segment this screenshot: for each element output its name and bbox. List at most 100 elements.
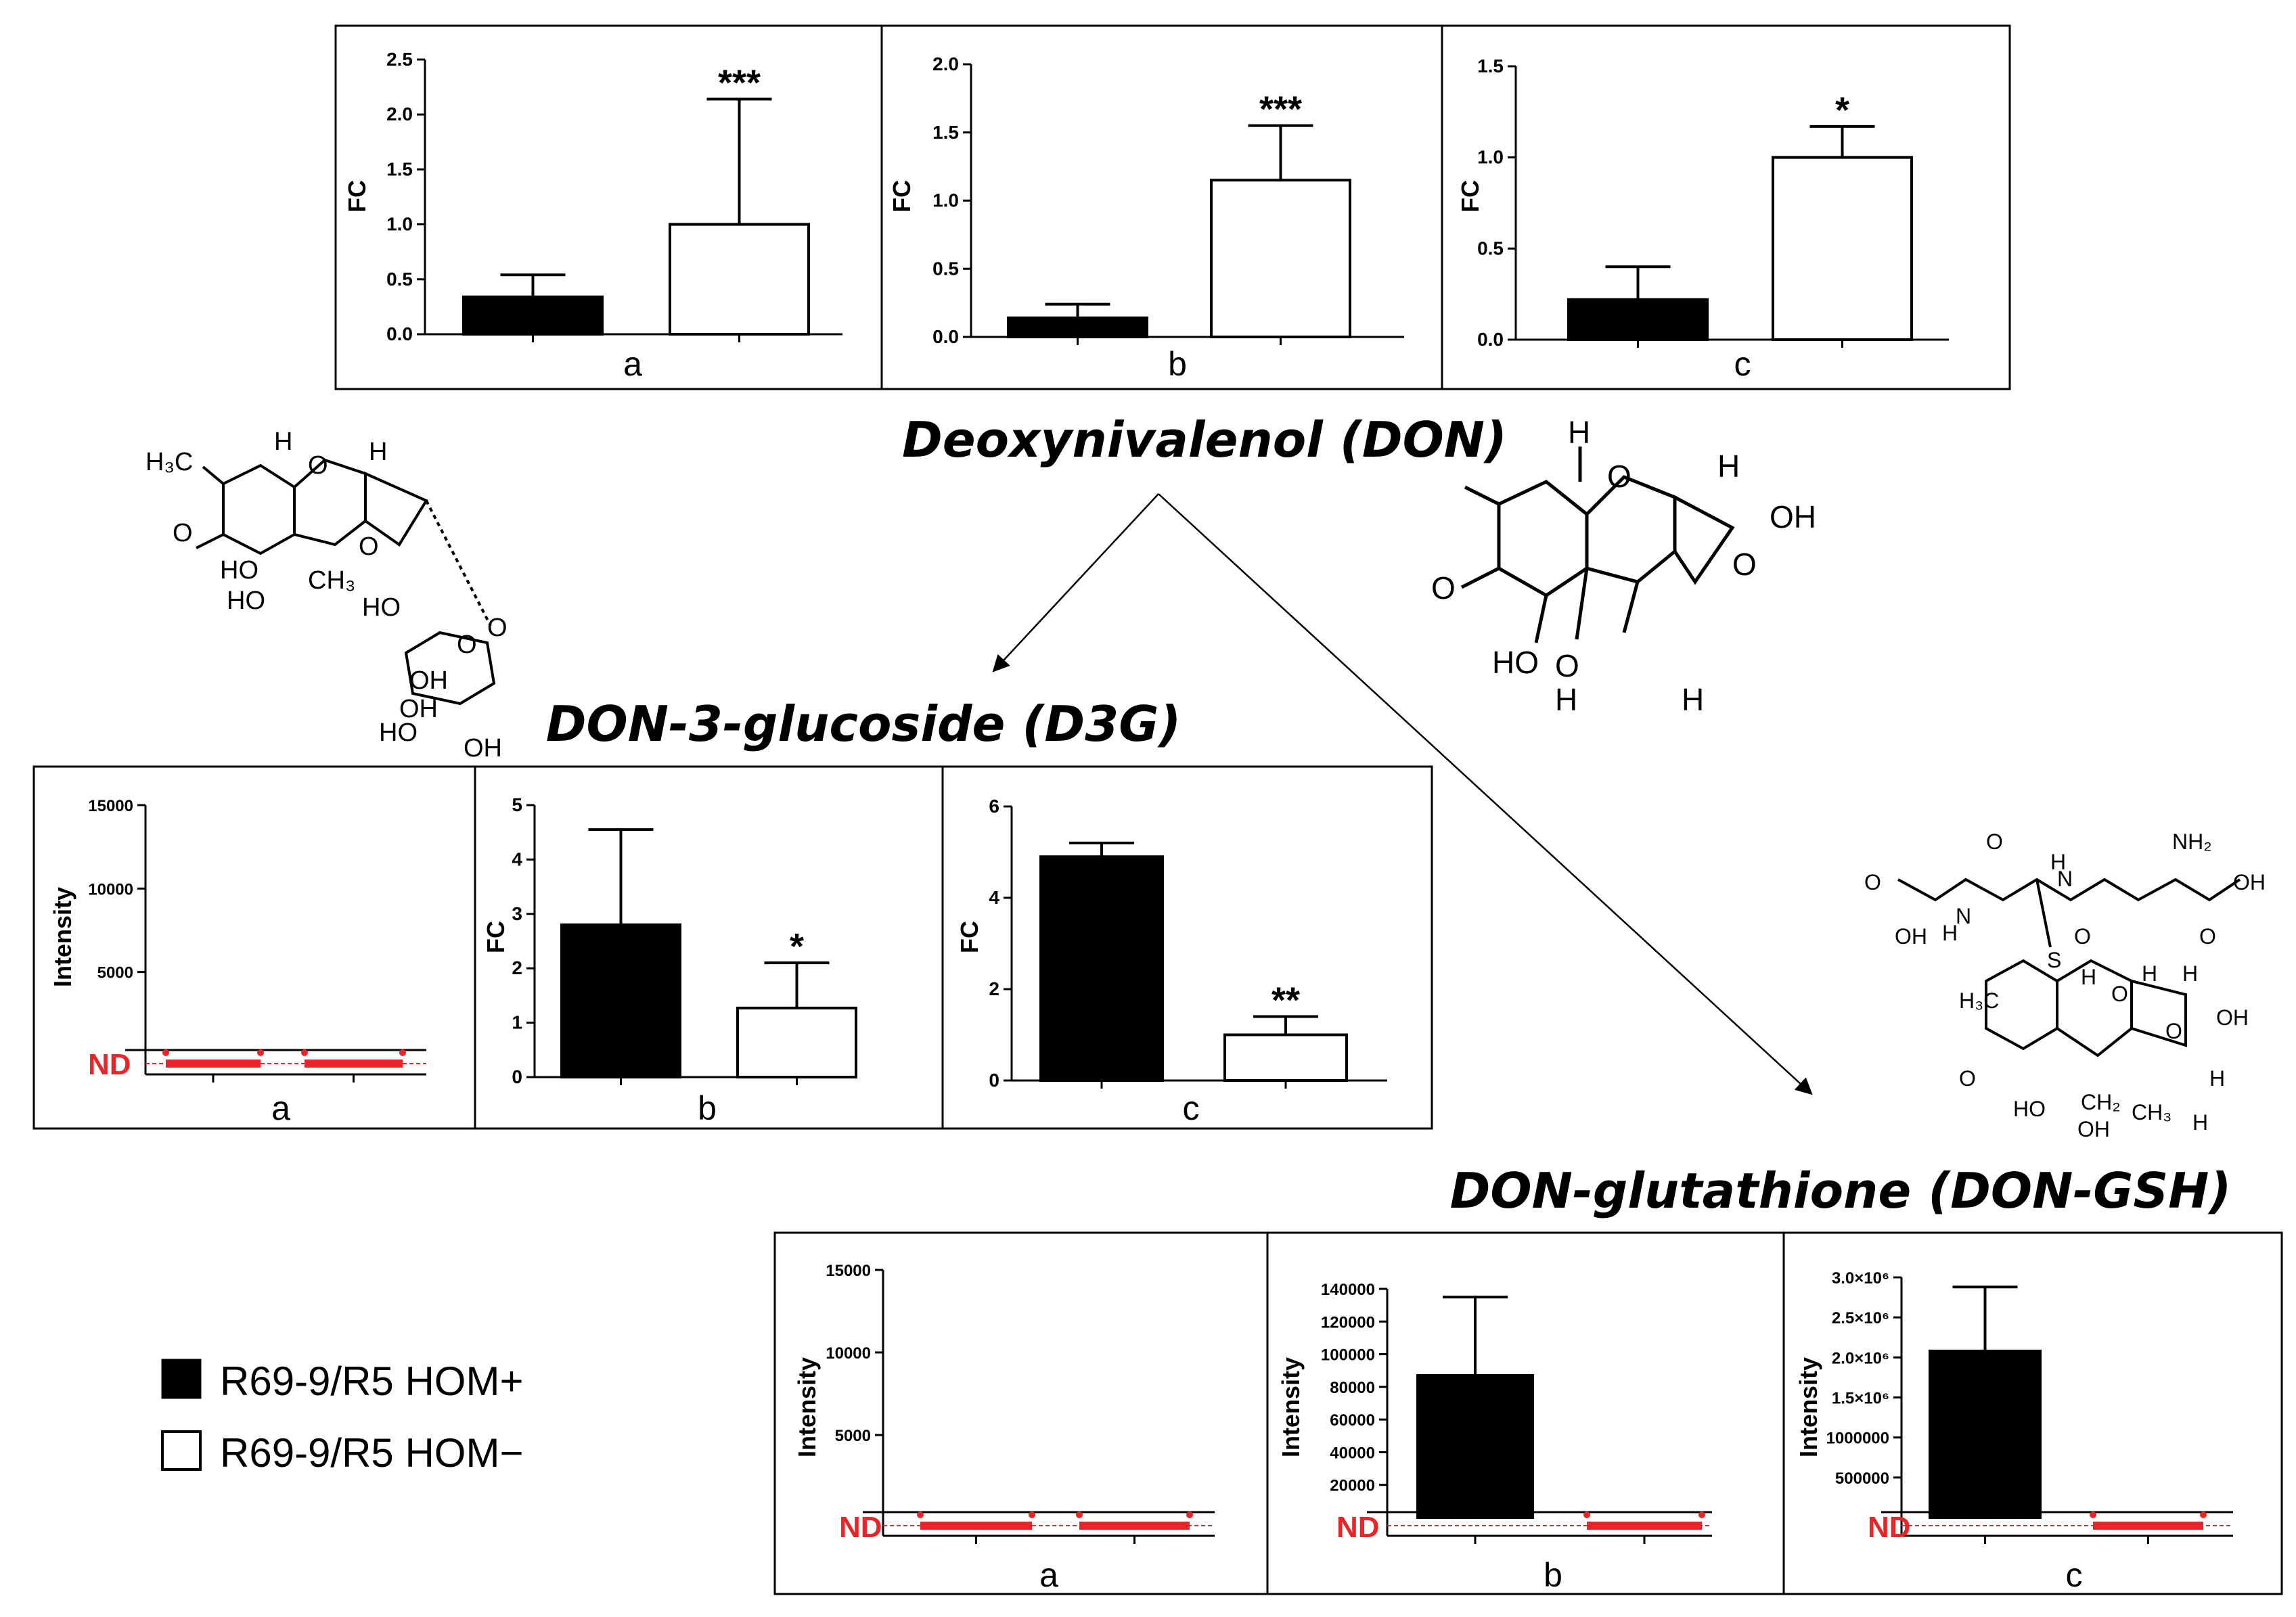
don-atom-h1: H [1568,415,1590,450]
don-b-significance-1: *** [1259,89,1302,130]
d3g-b-bar-0 [560,923,681,1078]
don-c-y-label: FC [1456,180,1484,212]
don-b-category-label: b [1168,345,1187,383]
don-panel-frame [334,24,2011,390]
gsh-atom-n1: N [1956,904,1971,928]
don-a-y-tick-label-1: 0.5 [386,269,413,290]
gsh-atom-oh4: OH [2077,1117,2110,1141]
don-ch2oh-bond [1575,568,1589,640]
gsh-c-nd-dot-right-1 [2200,1511,2207,1518]
don-oh-bond [1534,595,1548,643]
d3g-atom-h2: H [369,438,387,466]
d3g-b-category-label: b [698,1089,717,1127]
gsh-atom-ho: HO [2013,1097,2046,1121]
arrow-to-gsh [1158,493,1813,1095]
d3g-atom-ho3: HO [362,593,401,622]
gsh-atom-h7: H [2192,1110,2208,1135]
d3g-atom-o1: O [308,451,328,480]
don-c-y-tick-label-2: 1.0 [1477,147,1504,168]
gsh-atom-o5: O [2111,982,2128,1006]
don-atom-o2: O [1732,547,1757,582]
gsh-b-bar-0 [1416,1373,1534,1520]
don-c-category-label: c [1734,345,1751,383]
d3g-atom-h1: H [274,428,292,456]
gsh-atom-o7: O [1959,1066,1976,1091]
gsh-b-y-tick-label-4: 100000 [1321,1346,1375,1365]
gsh-a-y-label: Intensity [793,1357,821,1457]
gsh-atom-h4: H [2142,961,2157,986]
don-ring-a [1497,480,1589,597]
gsh-atom-nh2: NH₂ [2172,829,2212,854]
don-structure [1460,447,1735,643]
gsh-a-nd-bar-0 [920,1522,1032,1530]
don-atom-o4: O [1555,648,1579,683]
gsh-atom-o4: O [2199,924,2216,949]
gsh-b-y-tick-label-5: 120000 [1321,1313,1375,1331]
don-atom-ho: HO [1492,645,1539,680]
don-a-y-tick-label-0: 0.0 [386,323,413,344]
gsh-c-y-tick-label-0: 500000 [1835,1470,1889,1488]
gsh-b-y-label: Intensity [1277,1357,1305,1457]
gsh-a-y-tick-label-2: 15000 [826,1262,871,1280]
gsh-a-nd-dot-right-0 [1029,1511,1035,1518]
gsh-a-nd-dot-left-0 [917,1511,924,1518]
don-epoxide [1673,494,1735,585]
don-methyl-bond [1464,485,1500,506]
d3g-c-y-label: FC [955,921,983,953]
gsh-chain [1897,878,2241,902]
d3g-atom-o4: O [487,614,508,642]
d3g-b-y-tick-label-5: 5 [512,794,522,815]
d3g-a-nd-label: ND [88,1048,131,1081]
d3g-a-category-label: a [271,1089,290,1127]
gsh-c-nd-label: ND [1868,1511,1911,1544]
don-a-bar-0 [462,295,604,336]
panel-frames [32,24,2283,1595]
gsh-side-chain [2035,879,2052,948]
d3g-ring-b [293,458,367,547]
gsh-a-category-label: a [1039,1556,1058,1594]
don-b-bar-1 [1210,179,1351,338]
don-ketone-bond [1460,566,1500,589]
don-b-bar-0 [1007,316,1148,339]
d3g-c-y-tick-label-2: 4 [989,887,999,908]
gsh-atom-o1: O [1864,870,1881,894]
d3g-c-bar-0 [1039,855,1164,1082]
legend-swatch-neg [161,1430,202,1471]
gsh-epoxide [2130,979,2187,1047]
d3g-epoxide [364,471,428,547]
d3g-ketone-bond [196,533,224,549]
d3g-b-bar-1 [736,1006,857,1078]
gsh-b-y-tick-label-3: 80000 [1330,1379,1375,1397]
d3g-sugar-ring [404,631,496,706]
d3g-c-y-tick-label-1: 2 [989,978,999,999]
arrow-to-d3g [992,493,1159,673]
don-a-y-tick-label-3: 1.5 [386,158,413,179]
d3g-atom-ho1: HO [220,556,258,585]
gsh-b-category-label: b [1544,1556,1562,1594]
gsh-panel-frame [773,1231,2283,1595]
don-title: Deoxynivalenol (DON) [902,411,1507,468]
gsh-atom-h3c: H₃C [1959,988,1999,1013]
d3g-c-category-label: c [1183,1089,1200,1127]
gsh-atom-h2: H [1942,921,1958,945]
d3g-atom-oh2: OH [464,734,502,762]
d3g-a-nd-dot-right-1 [399,1049,406,1056]
gsh-structure [1897,878,2241,1057]
d3g-panel-frame [32,765,1433,1130]
gsh-atom-o3: O [2074,924,2091,949]
d3g-b-y-tick-label-1: 1 [512,1012,522,1033]
don-c-bar-1 [1772,156,1913,342]
don-a-y-label: FC [343,180,371,212]
d3g-atom-ho2: HO [227,587,265,615]
gsh-atom-oh2: OH [2233,870,2266,894]
gsh-atom-oh3: OH [2216,1005,2249,1030]
legend-swatch-pos [161,1359,202,1399]
d3g-ring-a [222,463,296,555]
gsh-c-y-tick-label-2: 1.5×10⁶ [1832,1390,1889,1408]
don-a-y-tick-label-5: 2.5 [386,49,413,70]
gsh-a-y-tick-label-0: 5000 [835,1427,871,1445]
